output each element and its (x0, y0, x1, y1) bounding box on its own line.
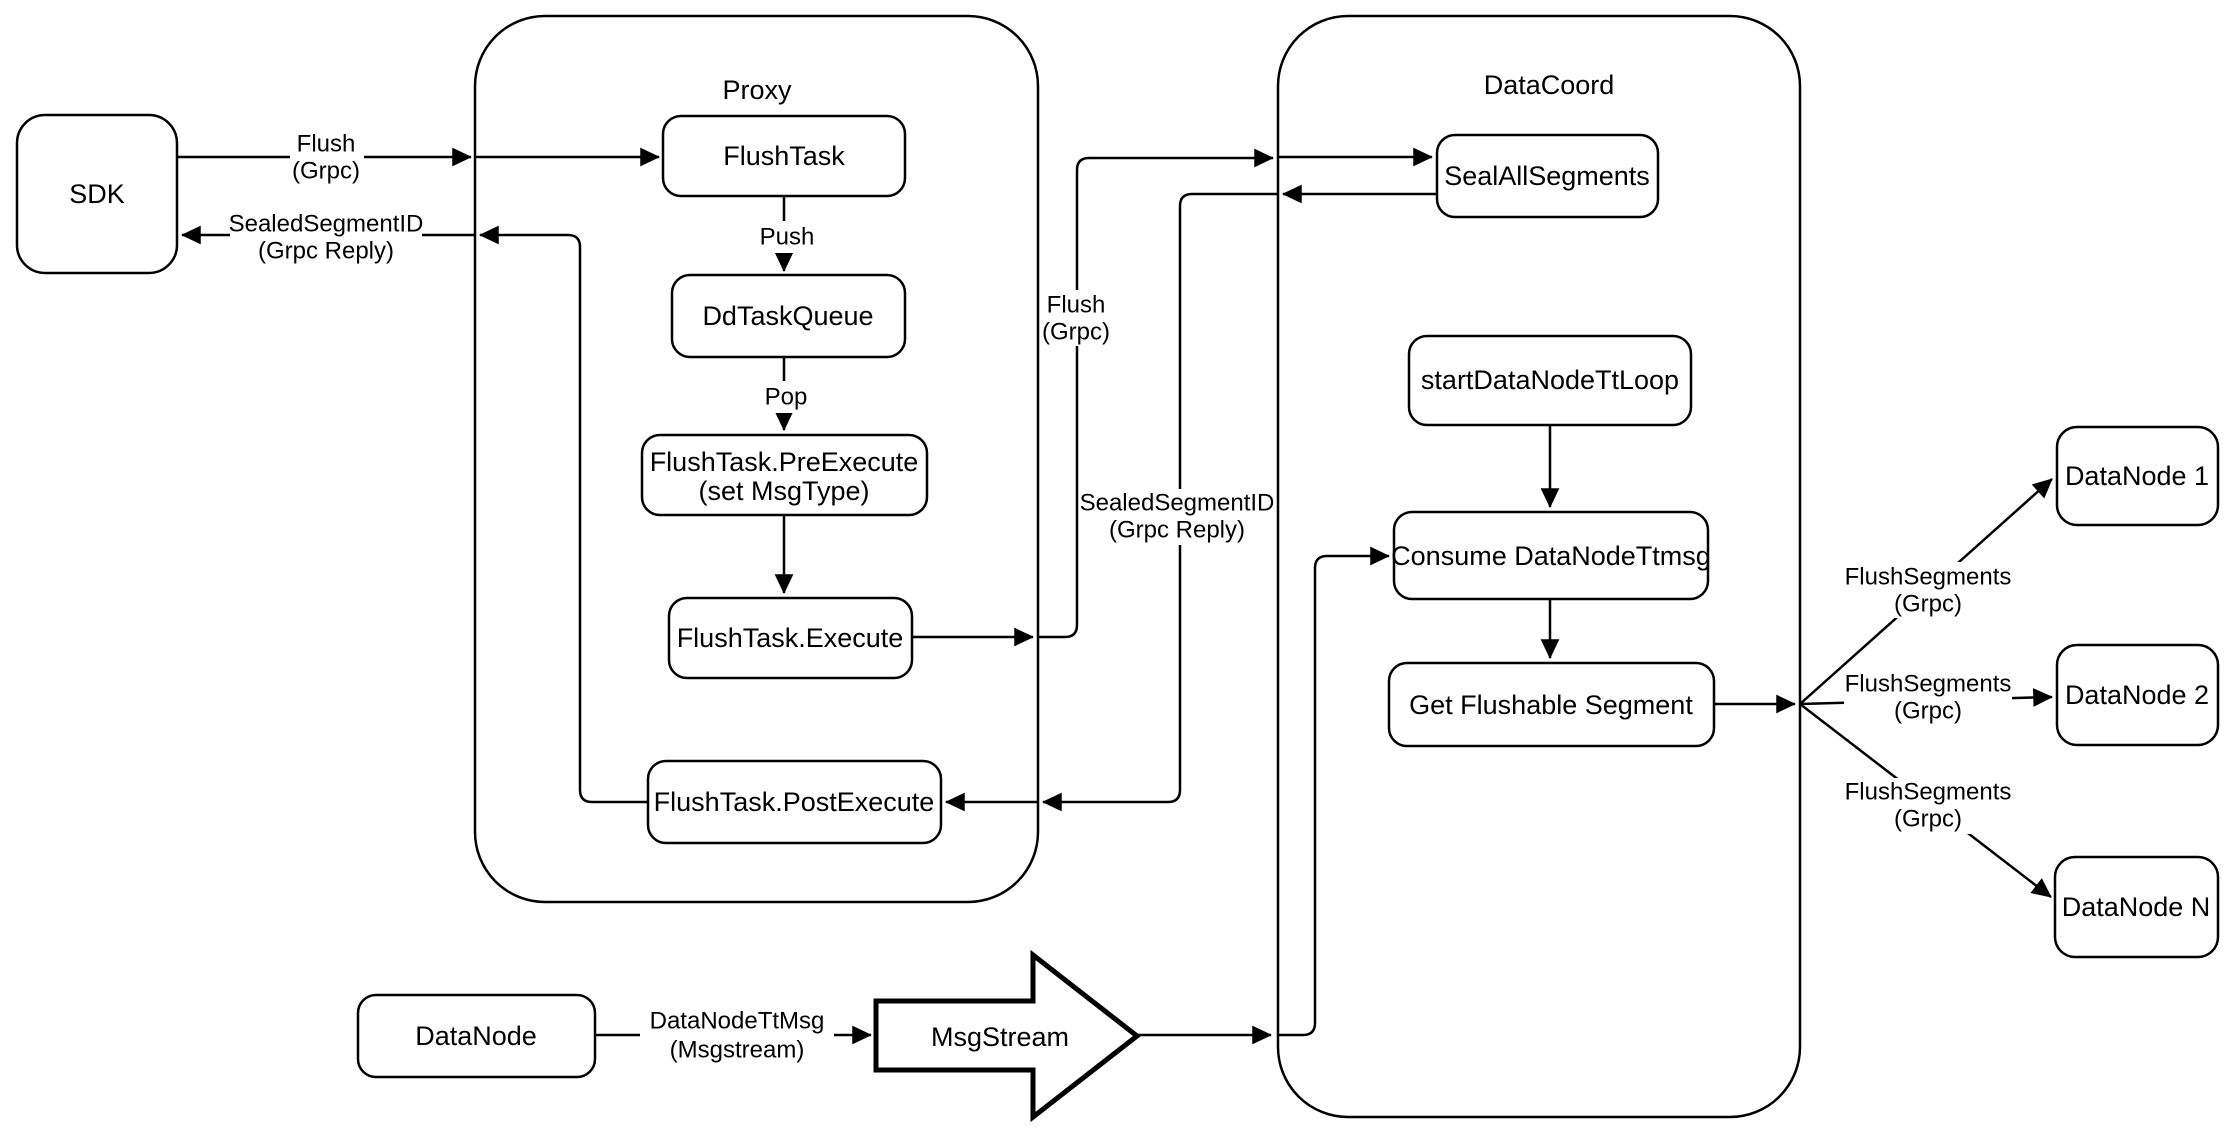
startdatanodettloop-label: startDataNodeTtLoop (1421, 365, 1679, 395)
datacoord-container-title: DataCoord (1484, 70, 1615, 100)
proxy-container (473, 14, 1040, 904)
label-flushsegments-1-line2: (Grpc) (1894, 591, 1962, 618)
sealallsegments-node (1435, 133, 1660, 219)
label-flush-sdk-line2: (Grpc) (292, 158, 360, 185)
proxy-container-title: Proxy (722, 75, 792, 105)
edge-postexecute-to-proxy-edge (479, 225, 648, 804)
preexecute-node (640, 433, 929, 517)
sdk-label: SDK (69, 179, 125, 209)
label-flushsegments-2-line2: (Grpc) (1894, 698, 1962, 725)
label-flush-mid-line2: (Grpc) (1042, 319, 1110, 346)
msgstream-label: MsgStream (931, 1022, 1069, 1052)
label-flushsegments-3: FlushSegments (Grpc) (1844, 778, 2012, 834)
sealallsegments-label: SealAllSegments (1444, 161, 1650, 191)
datanode1-label: DataNode 1 (2065, 461, 2209, 491)
label-datanodettmsg: DataNodeTtMsg (Msgstream) (640, 1006, 834, 1064)
label-datanodettmsg-line2: (Msgstream) (670, 1037, 805, 1064)
execute-label: FlushTask.Execute (677, 623, 904, 653)
label-flush-sdk-line1: Flush (297, 131, 356, 158)
label-sealed-sdk: SealedSegmentID (Grpc Reply) (229, 210, 424, 266)
label-flushsegments-2: FlushSegments (Grpc) (1844, 670, 2012, 726)
datacoord-container (1276, 14, 1802, 1119)
flushtask-node (661, 114, 907, 198)
datanoden-label: DataNode N (2062, 892, 2211, 922)
preexecute-label-line2: (set MsgType) (698, 476, 869, 506)
label-push-text: Push (760, 224, 815, 251)
ddtaskqueue-label: DdTaskQueue (702, 301, 873, 331)
label-flush-mid-line1: Flush (1047, 292, 1106, 319)
datanode1-node (2055, 425, 2220, 527)
label-flushsegments-1-line1: FlushSegments (1845, 564, 2012, 591)
datanoden-node (2053, 855, 2220, 959)
label-sealed-mid-line1: SealedSegmentID (1080, 490, 1275, 517)
label-push: Push (756, 221, 820, 253)
label-sealed-sdk-line1: SealedSegmentID (229, 211, 424, 238)
label-flush-sdk: Flush (Grpc) (290, 130, 364, 185)
msgstream-block-arrow (873, 949, 1142, 1123)
datanode-label: DataNode (415, 1021, 537, 1051)
ddtaskqueue-node (670, 273, 907, 359)
postexecute-label: FlushTask.PostExecute (654, 787, 935, 817)
label-sealed-mid: SealedSegmentID (Grpc Reply) (1080, 489, 1275, 545)
datanode-node (356, 993, 597, 1079)
datanode2-node (2055, 643, 2220, 747)
label-flush-mid: Flush (Grpc) (1040, 290, 1114, 346)
consumedatanodettmsg-label: Consume DataNodeTtmsg (1391, 541, 1711, 571)
label-flushsegments-3-line1: FlushSegments (1845, 779, 2012, 806)
sdk-node (15, 113, 179, 275)
postexecute-node (646, 759, 943, 845)
label-flushsegments-2-line1: FlushSegments (1845, 671, 2012, 698)
getflushablesegment-label: Get Flushable Segment (1409, 690, 1693, 720)
datanode2-label: DataNode 2 (2065, 680, 2209, 710)
startdatanodettloop-node (1407, 334, 1693, 427)
label-sealed-mid-line2: (Grpc Reply) (1109, 517, 1245, 544)
flushtask-label: FlushTask (723, 141, 845, 171)
getflushablesegment-node (1387, 661, 1716, 748)
label-flushsegments-1: FlushSegments (Grpc) (1844, 562, 2012, 618)
label-sealed-sdk-line2: (Grpc Reply) (258, 238, 394, 265)
consumedatanodettmsg-node (1392, 510, 1710, 601)
edge-proxy-to-datacoord-flush (1038, 148, 1274, 639)
edge-datacoord-to-consume (1278, 546, 1390, 1037)
label-datanodettmsg-line1: DataNodeTtMsg (650, 1008, 825, 1035)
label-pop-text: Pop (765, 384, 808, 411)
preexecute-label-line1: FlushTask.PreExecute (650, 447, 919, 477)
label-flushsegments-3-line2: (Grpc) (1894, 806, 1962, 833)
execute-node (667, 596, 914, 680)
label-pop: Pop (759, 381, 815, 413)
